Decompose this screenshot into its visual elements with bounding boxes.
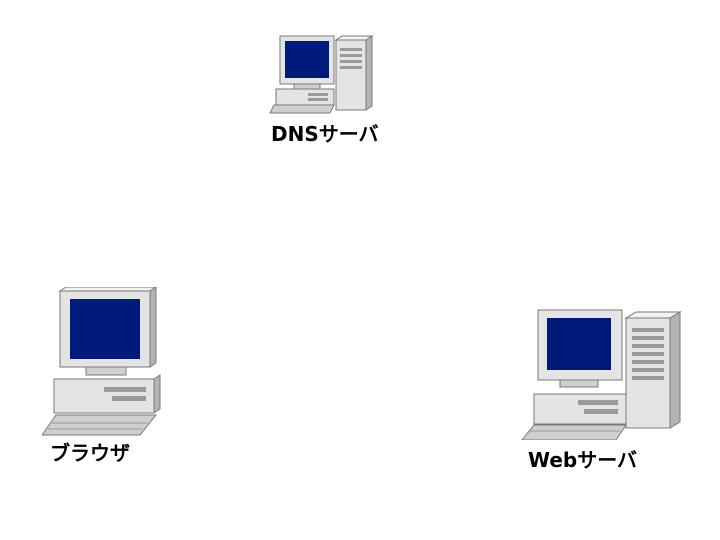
dns-server-node[interactable]: DNSサーバ xyxy=(268,34,379,144)
dns-server-label: DNSサーバ xyxy=(271,122,379,146)
browser-node[interactable]: ブラウザ xyxy=(42,287,172,463)
web-server-node[interactable]: Webサーバ xyxy=(520,308,690,470)
web-server-label: Webサーバ xyxy=(528,448,638,472)
browser-label: ブラウザ xyxy=(50,441,130,465)
server-tower-icon xyxy=(521,309,682,440)
server-tower-icon xyxy=(269,35,374,114)
desktop-computer-icon xyxy=(42,287,161,436)
